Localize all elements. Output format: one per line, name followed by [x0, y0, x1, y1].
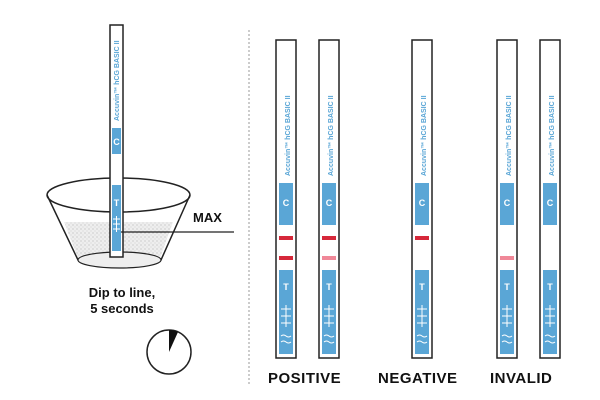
svg-text:Accuvin™ hCG BASIC II: Accuvin™ hCG BASIC II	[506, 95, 513, 176]
dip-instruction-line2: 5 seconds	[90, 301, 154, 316]
dip-strip-c-letter: C	[113, 137, 120, 147]
svg-text:T: T	[419, 282, 425, 292]
svg-text:C: C	[326, 198, 333, 208]
svg-text:Accuvin™ hCG BASIC II: Accuvin™ hCG BASIC II	[549, 95, 556, 176]
svg-text:T: T	[326, 282, 332, 292]
test-line-faint	[500, 256, 514, 260]
dipping-strip: C T Accuvin™ hCG BASIC II	[109, 24, 124, 258]
svg-text:C: C	[547, 198, 554, 208]
svg-text:Accuvin™ hCG BASIC II: Accuvin™ hCG BASIC II	[328, 95, 335, 176]
svg-text:Accuvin™ hCG BASIC II: Accuvin™ hCG BASIC II	[285, 95, 292, 176]
test-line	[279, 256, 293, 260]
result-label-negative: NEGATIVE	[378, 370, 458, 387]
timer-icon	[146, 329, 192, 375]
svg-text:C: C	[419, 198, 426, 208]
result-strip-invalid-2: C T Accuvin™ hCG BASIC II	[539, 39, 561, 359]
svg-text:T: T	[283, 282, 289, 292]
dip-instruction: Dip to line, 5 seconds	[62, 285, 182, 317]
result-label-positive: POSITIVE	[268, 370, 342, 387]
result-strip-positive-1: C T Accuvin™ hCG BASIC II	[275, 39, 297, 359]
control-line	[415, 236, 429, 240]
test-line-faint	[322, 256, 336, 260]
dip-strip-brand: Accuvin™ hCG BASIC II	[114, 40, 121, 121]
svg-text:T: T	[547, 282, 553, 292]
result-strip-invalid-1: C T Accuvin™ hCG BASIC II	[496, 39, 518, 359]
result-strip-negative: C T Accuvin™ hCG BASIC II	[411, 39, 433, 359]
max-label: MAX	[193, 210, 222, 225]
svg-text:C: C	[504, 198, 511, 208]
result-strip-positive-2: C T Accuvin™ hCG BASIC II	[318, 39, 340, 359]
control-line	[322, 236, 336, 240]
control-line	[279, 236, 293, 240]
dip-strip-t-letter: T	[114, 198, 120, 208]
svg-text:C: C	[283, 198, 290, 208]
dip-instruction-line1: Dip to line,	[88, 285, 156, 300]
result-label-invalid: INVALID	[490, 370, 553, 387]
svg-text:Accuvin™ hCG BASIC II: Accuvin™ hCG BASIC II	[421, 95, 428, 176]
svg-text:T: T	[504, 282, 510, 292]
